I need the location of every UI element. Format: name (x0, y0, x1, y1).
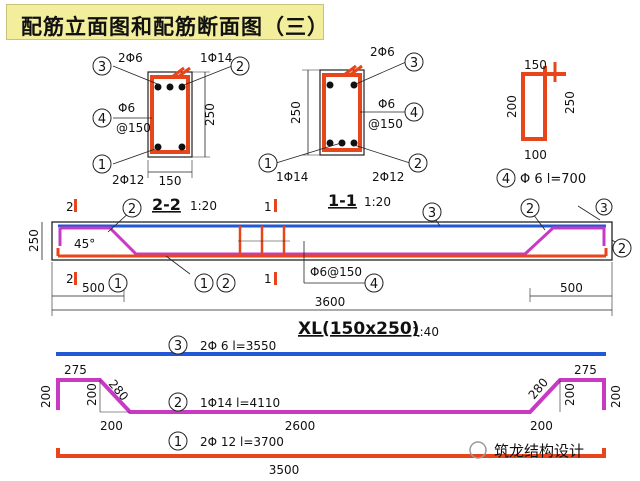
dim-width: 150 (159, 174, 182, 188)
dim-diag-right: 280 (526, 375, 551, 402)
callout-1: 1 (174, 435, 182, 450)
watermark-text: 筑龙结构设计 (494, 442, 584, 460)
callout-2: 2 (236, 60, 244, 75)
callout-3: 3 (410, 56, 418, 71)
rebar-dot (178, 143, 186, 151)
dim-right: 250 (563, 91, 577, 114)
callout-2: 2 (128, 202, 136, 217)
bar-2-label: 1Φ14 l=4110 (200, 396, 280, 410)
bar-spacing: @150 (116, 121, 151, 135)
callout-2: 2 (414, 157, 422, 172)
dim-height: 250 (289, 101, 303, 124)
stirrup-label: Φ6@150 (310, 265, 362, 279)
section-outline (147, 71, 193, 158)
section-outline (319, 69, 365, 156)
section-mark-2: 2 (66, 272, 74, 286)
bar-label-1phi14: 1Φ14 (276, 170, 308, 184)
dim-diag-left: 280 (106, 377, 131, 404)
dim-length: 3500 (269, 463, 300, 477)
section-label: 1-1 (328, 191, 357, 210)
dim-total: 3600 (315, 295, 346, 309)
bar-3-label: 2Φ 6 l=3550 (200, 339, 276, 353)
callout-3: 3 (98, 60, 106, 75)
callout-1: 1 (114, 277, 122, 292)
bar-2-magenta (56, 378, 606, 414)
section-mark-2: 2 (66, 200, 74, 214)
section-1-1: 3 2Φ6 4 Φ6 @150 1 1Φ14 2 2Φ12 250 1-1 1:… (258, 45, 428, 210)
callout-3: 3 (600, 201, 608, 215)
dim-base: 200 (100, 419, 123, 433)
callout-1: 1 (264, 157, 272, 172)
stirrup-caption: Φ 6 l=700 (520, 172, 586, 187)
dim-base-left: 200 (85, 383, 99, 406)
dim-hook-right: 275 (574, 363, 597, 377)
rebar-dot (178, 83, 186, 91)
section-mark-1: 1 (264, 272, 272, 286)
callout-3: 3 (428, 206, 436, 221)
bar-label-2phi12: 2Φ12 (372, 170, 404, 184)
callout-3: 3 (174, 339, 182, 354)
bar-label-2phi6: 2Φ6 (370, 45, 395, 59)
dim-top: 150 (524, 58, 547, 72)
callout-2: 2 (174, 396, 182, 411)
callout-2: 2 (526, 202, 534, 217)
callout-2: 2 (222, 277, 230, 292)
callout-4: 4 (98, 112, 106, 127)
bar-spacing: @150 (368, 117, 403, 131)
bent-bar-magenta (88, 226, 606, 256)
dim-height: 250 (203, 103, 217, 126)
bar-label-2phi6: 2Φ6 (118, 51, 143, 65)
dim-height: 250 (27, 229, 41, 252)
section-scale: 1:20 (364, 195, 391, 209)
dim-base-right: 200 (563, 383, 577, 406)
dim-rise-right: 200 (609, 385, 623, 408)
angle-label: 45° (74, 237, 95, 251)
title-banner: 配筋立面图和配筋断面图（三） (6, 4, 328, 40)
section-label: 2-2 (152, 195, 181, 214)
bar-label-phi6: Φ6 (378, 97, 395, 111)
bar-label-phi6: Φ6 (118, 101, 135, 115)
callout-2: 2 (618, 242, 626, 257)
beam-elevation: 2 2 1 1 250 45° 2 3 2 3 2 (27, 198, 632, 339)
dim-bottom: 100 (524, 148, 547, 162)
callout-4: 4 (502, 172, 510, 187)
dim-base: 200 (530, 419, 553, 433)
rebar-dot (166, 83, 174, 91)
bar-label-2phi12: 2Φ12 (112, 173, 144, 187)
stirrup-detail: 150 200 250 100 4 Φ 6 l=700 (496, 58, 586, 188)
dim-left: 200 (505, 95, 519, 118)
watermark-icon (469, 441, 487, 459)
watermark: 筑龙结构设计 (469, 441, 584, 460)
callout-4: 4 (370, 277, 378, 292)
bar-1-label: 2Φ 12 l=3700 (200, 435, 284, 449)
section-mark-1: 1 (264, 200, 272, 214)
callout-4: 4 (410, 106, 418, 121)
beam-scale: 1:40 (412, 325, 439, 339)
section-scale: 1:20 (190, 199, 217, 213)
page-title: 配筋立面图和配筋断面图（三） (21, 15, 329, 39)
stirrup-bar (322, 73, 362, 152)
bar-schedule: 3 2Φ 6 l=3550 275 275 200 200 280 280 20… (39, 335, 623, 477)
beam-label: XL(150x250) (298, 319, 419, 339)
callout-1: 1 (200, 277, 208, 292)
rebar-dot (154, 143, 162, 151)
stirrup-bar (150, 75, 190, 154)
dim-left: 500 (82, 281, 105, 295)
callout-1: 1 (98, 158, 106, 173)
beam-outline (51, 221, 613, 261)
dim-rise-left: 200 (39, 385, 53, 408)
bar-label-1phi14: 1Φ14 (200, 51, 232, 65)
dim-hook-left: 275 (64, 363, 87, 377)
dim-right: 500 (560, 281, 583, 295)
section-2-2: 3 2Φ6 2 1Φ14 4 Φ6 @150 1 2Φ12 250 150 2-… (92, 51, 250, 214)
dim-middle: 2600 (285, 419, 316, 433)
